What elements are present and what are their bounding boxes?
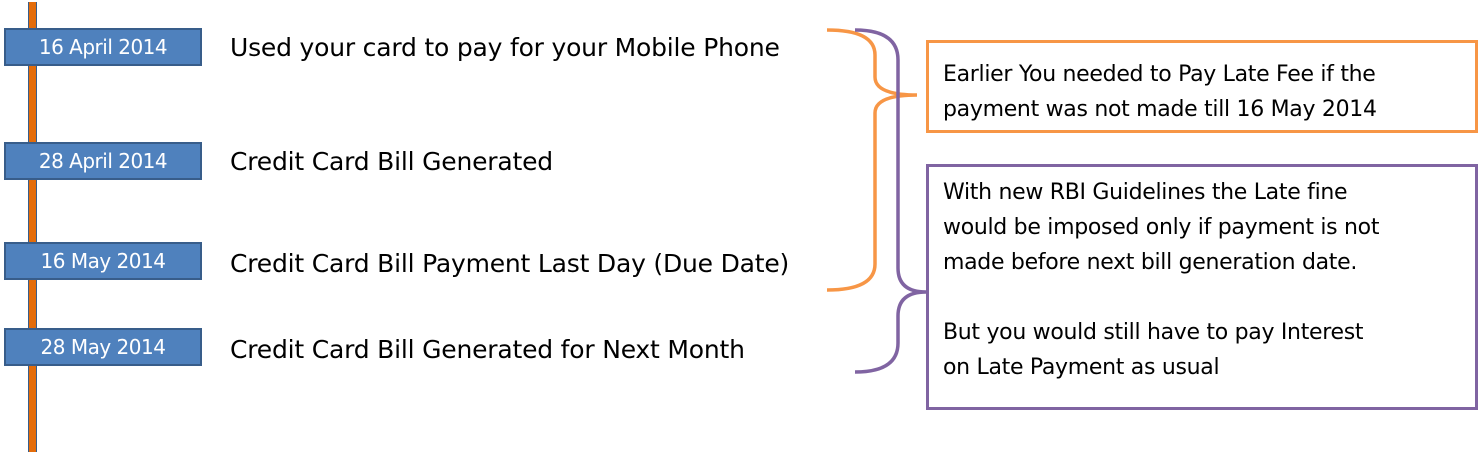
paragraph-spacer	[943, 280, 1461, 315]
new-rule-line-5: on Late Payment as usual	[943, 355, 1220, 380]
event-text-4: Credit Card Bill Generated for Next Mont…	[230, 335, 745, 364]
event-text-3: Credit Card Bill Payment Last Day (Due D…	[230, 249, 790, 278]
new-rule-line-3: made before next bill generation date.	[943, 250, 1358, 275]
new-rule-line-2: would be imposed only if payment is not	[943, 215, 1380, 240]
new-rule-note: With new RBI Guidelines the Late fine wo…	[926, 164, 1478, 410]
date-label-2: 28 April 2014	[4, 142, 202, 180]
purple-brace	[854, 28, 927, 374]
event-text-1: Used your card to pay for your Mobile Ph…	[230, 33, 780, 62]
old-rule-line-2: payment was not made till 16 May 2014	[943, 97, 1377, 122]
new-rule-line-4: But you would still have to pay Interest	[943, 320, 1364, 345]
date-label-3: 16 May 2014	[4, 242, 202, 280]
timeline-axis	[28, 2, 37, 452]
old-rule-note: Earlier You needed to Pay Late Fee if th…	[926, 40, 1478, 133]
orange-brace	[826, 28, 918, 292]
new-rule-line-1: With new RBI Guidelines the Late fine	[943, 180, 1348, 205]
event-text-2: Credit Card Bill Generated	[230, 147, 553, 176]
old-rule-line-1: Earlier You needed to Pay Late Fee if th…	[943, 62, 1376, 87]
date-label-4: 28 May 2014	[4, 328, 202, 366]
date-label-1: 16 April 2014	[4, 28, 202, 66]
